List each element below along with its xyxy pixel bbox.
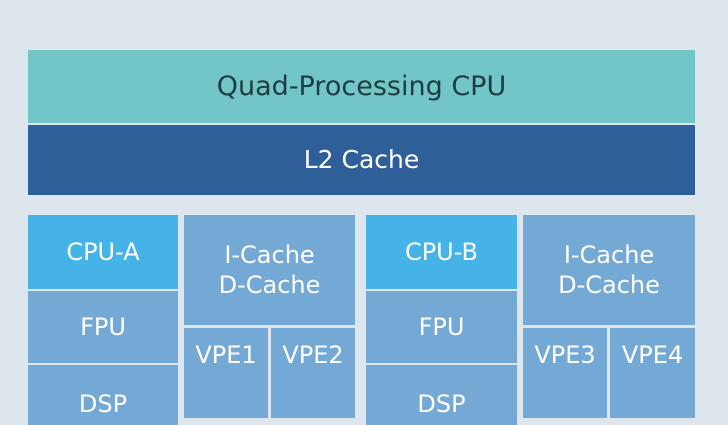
l2-cache-block: L2 Cache (28, 125, 695, 195)
cache-a-block: I-Cache D-Cache (184, 215, 355, 325)
icache-a-label: I-Cache (224, 241, 315, 269)
fpu-a-label: FPU (80, 313, 126, 341)
icache-b-label: I-Cache (563, 241, 655, 269)
vpe1-label: VPE1 (195, 341, 257, 369)
dsp-b-block: DSP (366, 365, 517, 425)
fpu-b-block: FPU (366, 291, 517, 363)
dsp-b-label: DSP (417, 390, 466, 418)
fpu-a-block: FPU (28, 291, 178, 363)
l2-cache-label: L2 Cache (303, 145, 420, 175)
diagram-title: Quad-Processing CPU (216, 70, 507, 102)
vpe4-block: VPE4 (610, 328, 695, 418)
dcache-b-label: D-Cache (558, 271, 660, 299)
vpe3-label: VPE3 (534, 341, 596, 369)
vpe1-block: VPE1 (184, 328, 268, 418)
cpu-a-block: CPU-A (28, 215, 178, 289)
vpe2-block: VPE2 (271, 328, 355, 418)
dsp-a-label: DSP (78, 390, 128, 418)
dsp-a-block: DSP (28, 365, 178, 425)
cpu-b-label: CPU-B (404, 238, 479, 266)
cpu-b-block: CPU-B (366, 215, 517, 289)
fpu-b-label: FPU (418, 313, 465, 341)
diagram-title-block: Quad-Processing CPU (28, 50, 695, 123)
vpe2-label: VPE2 (282, 341, 344, 369)
vpe3-block: VPE3 (523, 328, 607, 418)
dcache-a-label: D-Cache (218, 271, 321, 299)
cache-b-block: I-Cache D-Cache (523, 215, 695, 325)
vpe4-label: VPE4 (621, 341, 684, 369)
cpu-a-label: CPU-A (66, 238, 140, 266)
